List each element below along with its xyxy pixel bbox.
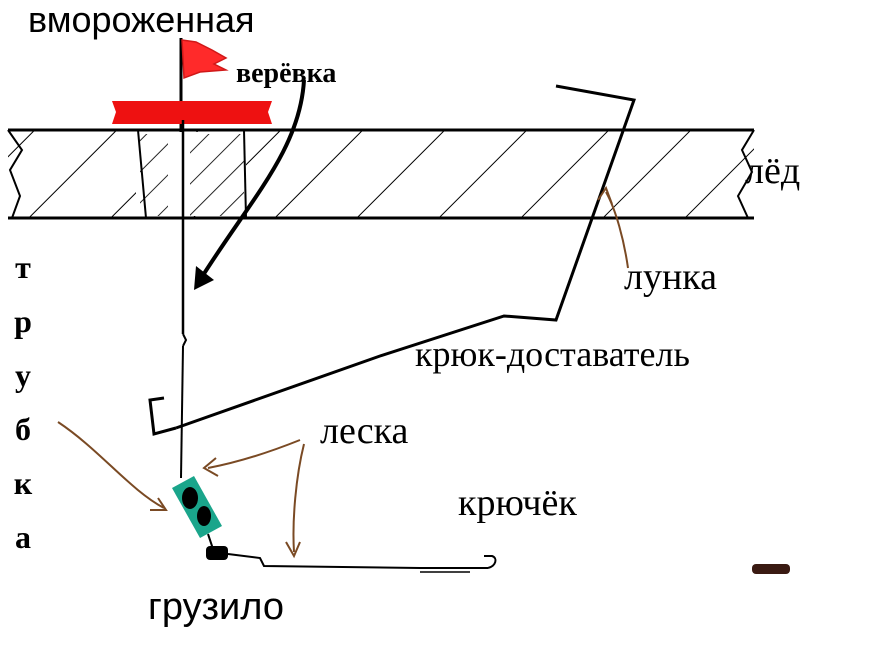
hook-icon <box>484 555 497 569</box>
hook-line <box>227 553 497 573</box>
hook-label: крючёк <box>458 482 577 524</box>
tube-pointer-arrow <box>57 421 165 509</box>
hook-retriever-wire <box>148 84 637 436</box>
tube-label-letter: р <box>14 303 32 339</box>
red-crossbar <box>112 101 272 124</box>
rope-label: верёвка <box>236 58 337 89</box>
dash-mark <box>752 564 790 574</box>
ice-layer <box>7 128 755 220</box>
tube-label-letter: у <box>15 357 31 393</box>
tube-label-letter: к <box>13 465 33 501</box>
rope-arrow <box>194 79 306 290</box>
hole-label: лунка <box>624 256 718 298</box>
tube-sleeve <box>172 476 222 538</box>
tube-label-letter: т <box>15 249 31 285</box>
sinker-label: грузило <box>148 586 284 628</box>
line-pointer-arrow-upper <box>207 439 301 469</box>
fishing-line-label: леска <box>320 410 409 452</box>
ice-hole <box>136 129 247 219</box>
tube-label-letter: а <box>15 519 31 555</box>
line-pointer-arrow-lower <box>292 443 305 553</box>
flag-icon <box>181 39 229 80</box>
ice-label: лёд <box>745 150 801 192</box>
frozen-stick-label: вмороженная <box>28 0 255 40</box>
pointer-arrows <box>57 185 629 559</box>
hook-retriever-label: крюк-доставатель <box>415 334 690 374</box>
fishing-line-vertical <box>180 120 188 479</box>
sinker-weight <box>206 533 228 560</box>
tube-label-letter: б <box>15 411 31 447</box>
